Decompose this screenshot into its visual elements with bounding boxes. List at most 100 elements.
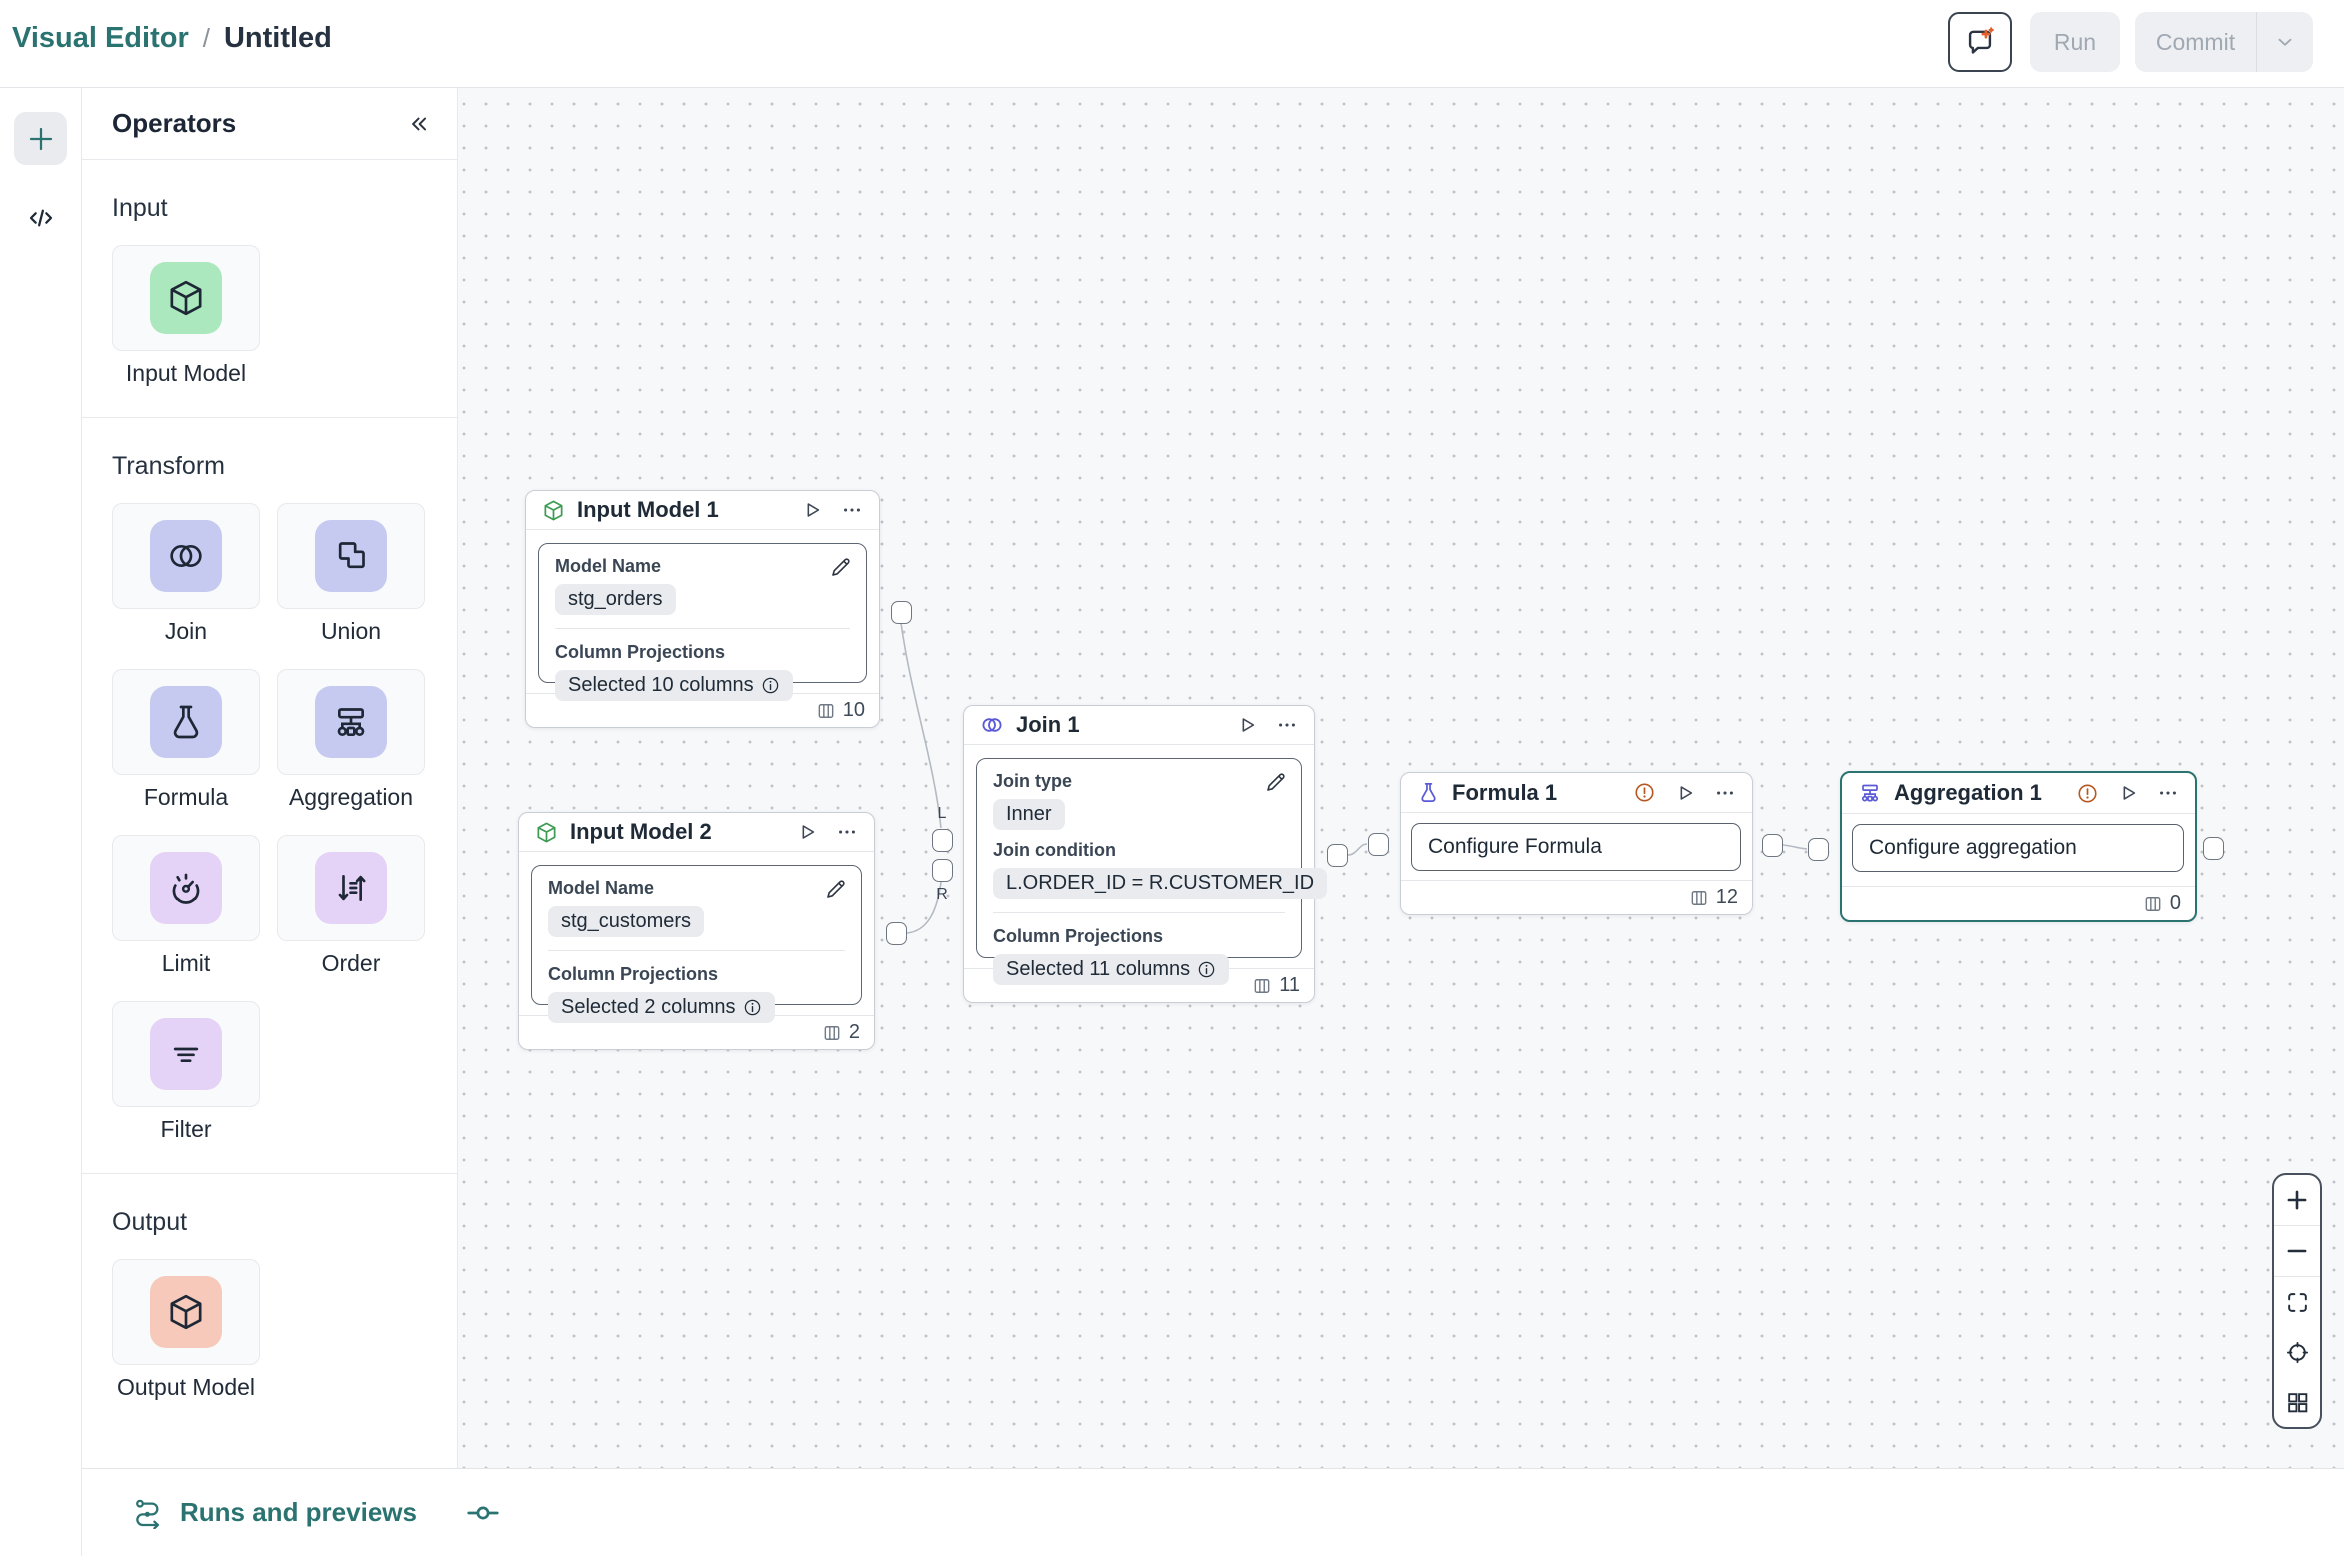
code-view-button[interactable] xyxy=(14,200,67,236)
operator-output-model[interactable]: Output Model xyxy=(112,1259,260,1401)
tree-icon xyxy=(1858,781,1882,805)
commit-button[interactable]: Commit xyxy=(2155,28,2236,55)
sort-arrows-icon xyxy=(315,852,387,924)
info-icon xyxy=(761,676,780,695)
operator-filter[interactable]: Filter xyxy=(112,1001,260,1143)
info-icon xyxy=(1197,960,1216,979)
model-name-chip[interactable]: stg_orders xyxy=(555,584,676,615)
play-icon[interactable] xyxy=(801,499,823,521)
union-squares-icon xyxy=(315,520,387,592)
edit-pencil-icon[interactable] xyxy=(829,555,853,579)
port-label-right: R xyxy=(936,886,948,903)
zoom-in-button[interactable] xyxy=(2274,1175,2320,1225)
runs-and-previews-button[interactable]: Runs and previews xyxy=(132,1497,417,1529)
edit-pencil-icon[interactable] xyxy=(824,877,848,901)
play-icon[interactable] xyxy=(1674,782,1696,804)
center-view-button[interactable] xyxy=(2274,1327,2320,1377)
column-count: 2 xyxy=(848,1021,860,1043)
run-button[interactable]: Run xyxy=(2030,12,2120,72)
minus-icon xyxy=(2284,1238,2310,1264)
plus-icon xyxy=(26,124,56,154)
column-count: 11 xyxy=(1279,974,1300,996)
operator-union[interactable]: Union xyxy=(277,503,425,645)
projections-chip[interactable]: Selected 11 columns xyxy=(993,954,1230,985)
columns-icon xyxy=(822,1023,842,1043)
breadcrumb-separator: / xyxy=(202,23,210,53)
collapse-panel-button[interactable] xyxy=(405,111,431,137)
port-join-right-input[interactable] xyxy=(932,859,953,882)
column-count: 12 xyxy=(1715,886,1738,908)
fit-view-button[interactable] xyxy=(2274,1276,2320,1327)
breadcrumb-app-link[interactable]: Visual Editor xyxy=(12,22,189,54)
projections-chip[interactable]: Selected 10 columns xyxy=(555,670,793,701)
code-icon xyxy=(25,202,57,234)
page-title[interactable]: Untitled xyxy=(223,22,332,54)
play-icon[interactable] xyxy=(2117,782,2139,804)
node-input-model-2[interactable]: Input Model 2 Model Name stg_customers C… xyxy=(518,812,875,1050)
plus-icon xyxy=(2284,1187,2310,1213)
commit-menu-button[interactable] xyxy=(2255,12,2313,72)
operator-input-model[interactable]: Input Model xyxy=(112,245,260,387)
section-output-label: Output xyxy=(112,1208,188,1236)
section-transform-label: Transform xyxy=(112,452,225,480)
node-formula-1[interactable]: Formula 1 Configure Formula 12 xyxy=(1400,772,1753,915)
gauge-icon xyxy=(150,852,222,924)
commit-split-button: Commit xyxy=(2135,12,2313,72)
port-aggregation-input[interactable] xyxy=(1808,838,1829,861)
section-input-label: Input xyxy=(112,194,168,222)
cube-icon xyxy=(535,821,558,844)
more-options-icon[interactable] xyxy=(836,821,858,843)
section-input: Input Input Model xyxy=(82,160,457,418)
layout-grid-button[interactable] xyxy=(2274,1377,2320,1427)
configure-aggregation-button[interactable]: Configure aggregation xyxy=(1852,824,2184,872)
operator-formula[interactable]: Formula xyxy=(112,669,260,811)
section-output: Output Output Model xyxy=(82,1174,457,1431)
section-transform: Transform Join Union Formula xyxy=(82,418,457,1174)
chevron-down-icon xyxy=(2274,31,2296,53)
column-count: 10 xyxy=(842,699,865,721)
node-config-card: Model Name stg_orders Column Projections… xyxy=(538,543,867,701)
node-input-model-1[interactable]: Input Model 1 Model Name stg_orders Colu… xyxy=(525,490,880,728)
operators-panel-title: Operators xyxy=(112,108,237,138)
filter-lines-icon xyxy=(150,1018,222,1090)
columns-icon xyxy=(1689,888,1709,908)
node-aggregation-1[interactable]: Aggregation 1 Configure aggregation 0 xyxy=(1840,771,2197,922)
operator-aggregation[interactable]: Aggregation xyxy=(277,669,425,811)
flask-icon xyxy=(1417,781,1440,804)
port-aggregation-output[interactable] xyxy=(2203,837,2224,860)
play-icon[interactable] xyxy=(796,821,818,843)
port-label-left: L xyxy=(937,805,947,822)
more-options-icon[interactable] xyxy=(2157,782,2179,804)
port-join-output[interactable] xyxy=(1327,844,1348,867)
top-bar: Visual Editor / Untitled Run Commit xyxy=(0,0,2344,88)
ai-assistant-button[interactable] xyxy=(1948,12,2012,72)
node-join-1[interactable]: Join 1 Join type Inner Join condition L.… xyxy=(963,705,1328,1003)
operator-limit[interactable]: Limit xyxy=(112,835,260,977)
commit-node-icon[interactable] xyxy=(465,1495,501,1531)
configure-formula-button[interactable]: Configure Formula xyxy=(1411,823,1741,871)
more-options-icon[interactable] xyxy=(1714,782,1736,804)
model-name-chip[interactable]: stg_customers xyxy=(548,906,705,937)
projections-chip[interactable]: Selected 2 columns xyxy=(548,992,775,1023)
edit-pencil-icon[interactable] xyxy=(1264,770,1288,794)
more-options-icon[interactable] xyxy=(841,499,863,521)
play-icon[interactable] xyxy=(1236,714,1258,736)
port-input1-output[interactable] xyxy=(891,601,912,624)
operator-order[interactable]: Order xyxy=(277,835,425,977)
zoom-out-button[interactable] xyxy=(2274,1225,2320,1276)
join-circles-icon xyxy=(150,520,222,592)
join-condition-chip[interactable]: L.ORDER_ID = R.CUSTOMER_ID xyxy=(993,868,1328,899)
port-formula-output[interactable] xyxy=(1762,834,1783,857)
more-options-icon[interactable] xyxy=(1276,714,1298,736)
warning-icon xyxy=(1633,781,1656,804)
operator-join[interactable]: Join xyxy=(112,503,260,645)
node-config-card: Join type Inner Join condition L.ORDER_I… xyxy=(976,758,1328,985)
breadcrumb: Visual Editor / Untitled xyxy=(12,22,332,55)
port-formula-input[interactable] xyxy=(1368,833,1389,856)
bottom-bar: Runs and previews xyxy=(82,1468,2344,1556)
port-join-left-input[interactable] xyxy=(932,829,953,852)
join-type-chip[interactable]: Inner xyxy=(993,799,1065,830)
runs-flow-icon xyxy=(132,1497,164,1529)
port-input2-output[interactable] xyxy=(886,922,907,945)
add-button[interactable] xyxy=(14,112,67,165)
